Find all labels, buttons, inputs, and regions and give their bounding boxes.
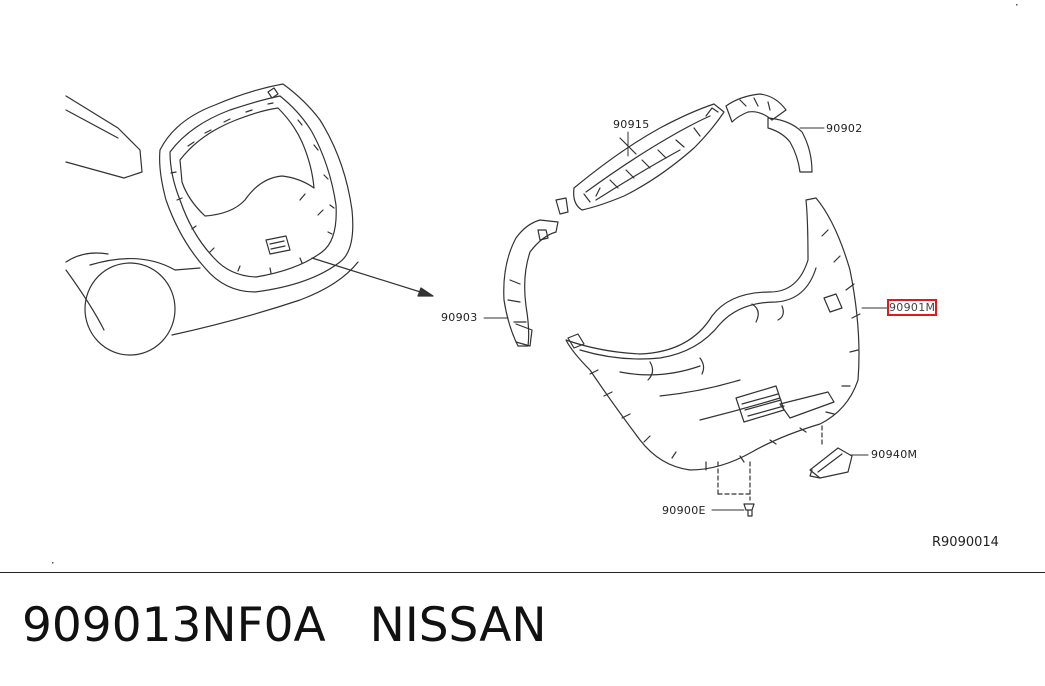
part-90902-side-strip	[725, 93, 813, 173]
callout-90902: 90902	[826, 122, 863, 135]
part-90901M-main-trim	[565, 197, 861, 471]
brand-name: NISSAN	[369, 598, 547, 653]
leader-lines	[483, 127, 889, 511]
vehicle-rear-illustration	[65, 83, 434, 356]
parts-diagram	[52, 4, 1018, 564]
part-90900E-clip	[717, 461, 755, 517]
footer-divider	[0, 572, 1045, 573]
callout-90900E: 90900E	[662, 504, 706, 517]
corner-marks	[52, 4, 1018, 564]
diagram-reference-code: R9090014	[932, 535, 999, 550]
part-90915-upper-trim	[555, 103, 725, 215]
callout-90903: 90903	[441, 311, 478, 324]
part-90940M-pad	[809, 425, 853, 479]
callout-90901M-highlighted: 90901M	[886, 299, 938, 316]
callout-90940M: 90940M	[871, 448, 918, 461]
part-90903-left-strip	[503, 219, 559, 347]
part-number: 909013NF0A	[22, 598, 326, 653]
footer-caption: 909013NF0A NISSAN	[22, 598, 547, 653]
callout-90915: 90915	[613, 118, 650, 131]
